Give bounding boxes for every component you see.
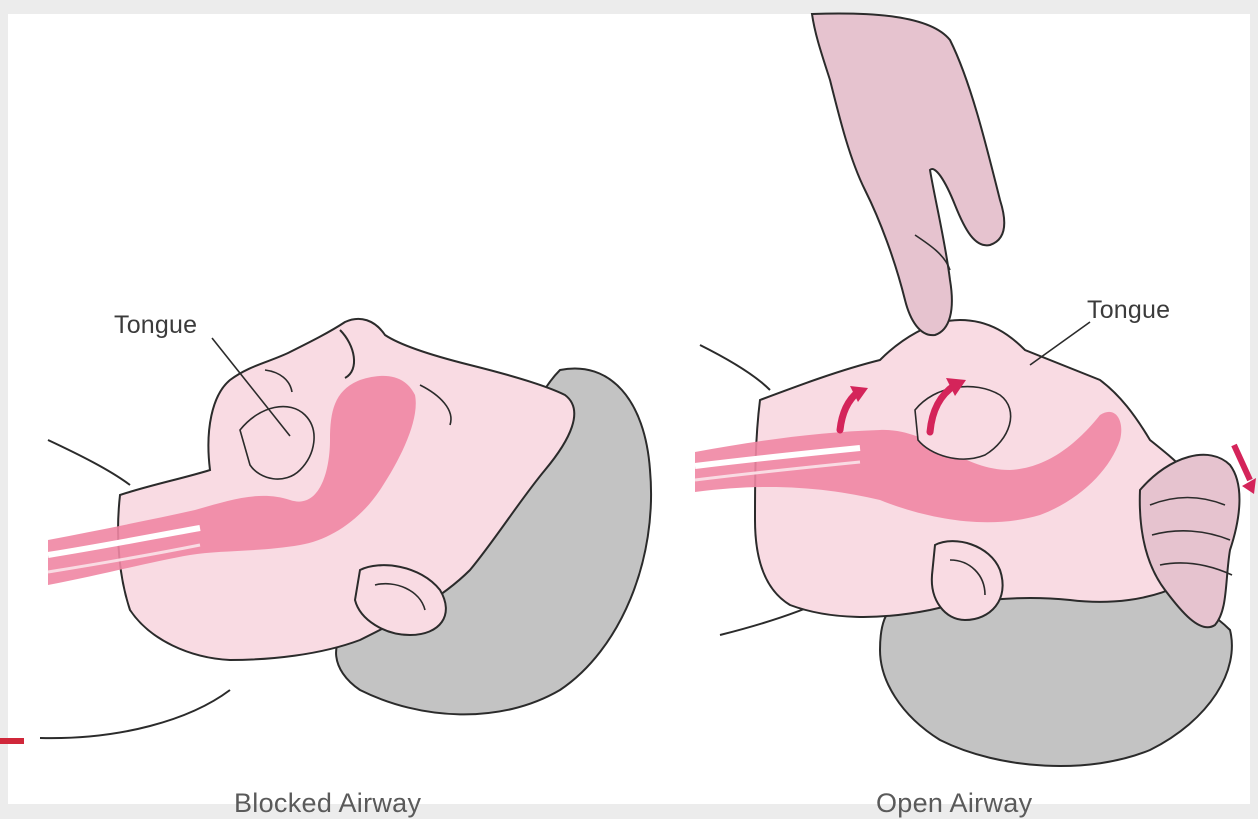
open-airway-figure <box>695 13 1256 766</box>
blocked-airway-figure <box>40 319 651 738</box>
blocked-airway-caption: Blocked Airway <box>234 788 421 819</box>
open-airway-caption: Open Airway <box>876 788 1032 819</box>
left-tongue-label: Tongue <box>114 311 197 340</box>
right-tongue-leader <box>1030 322 1090 365</box>
lifting-hand <box>812 13 1004 335</box>
right-tongue-label: Tongue <box>1087 296 1170 325</box>
